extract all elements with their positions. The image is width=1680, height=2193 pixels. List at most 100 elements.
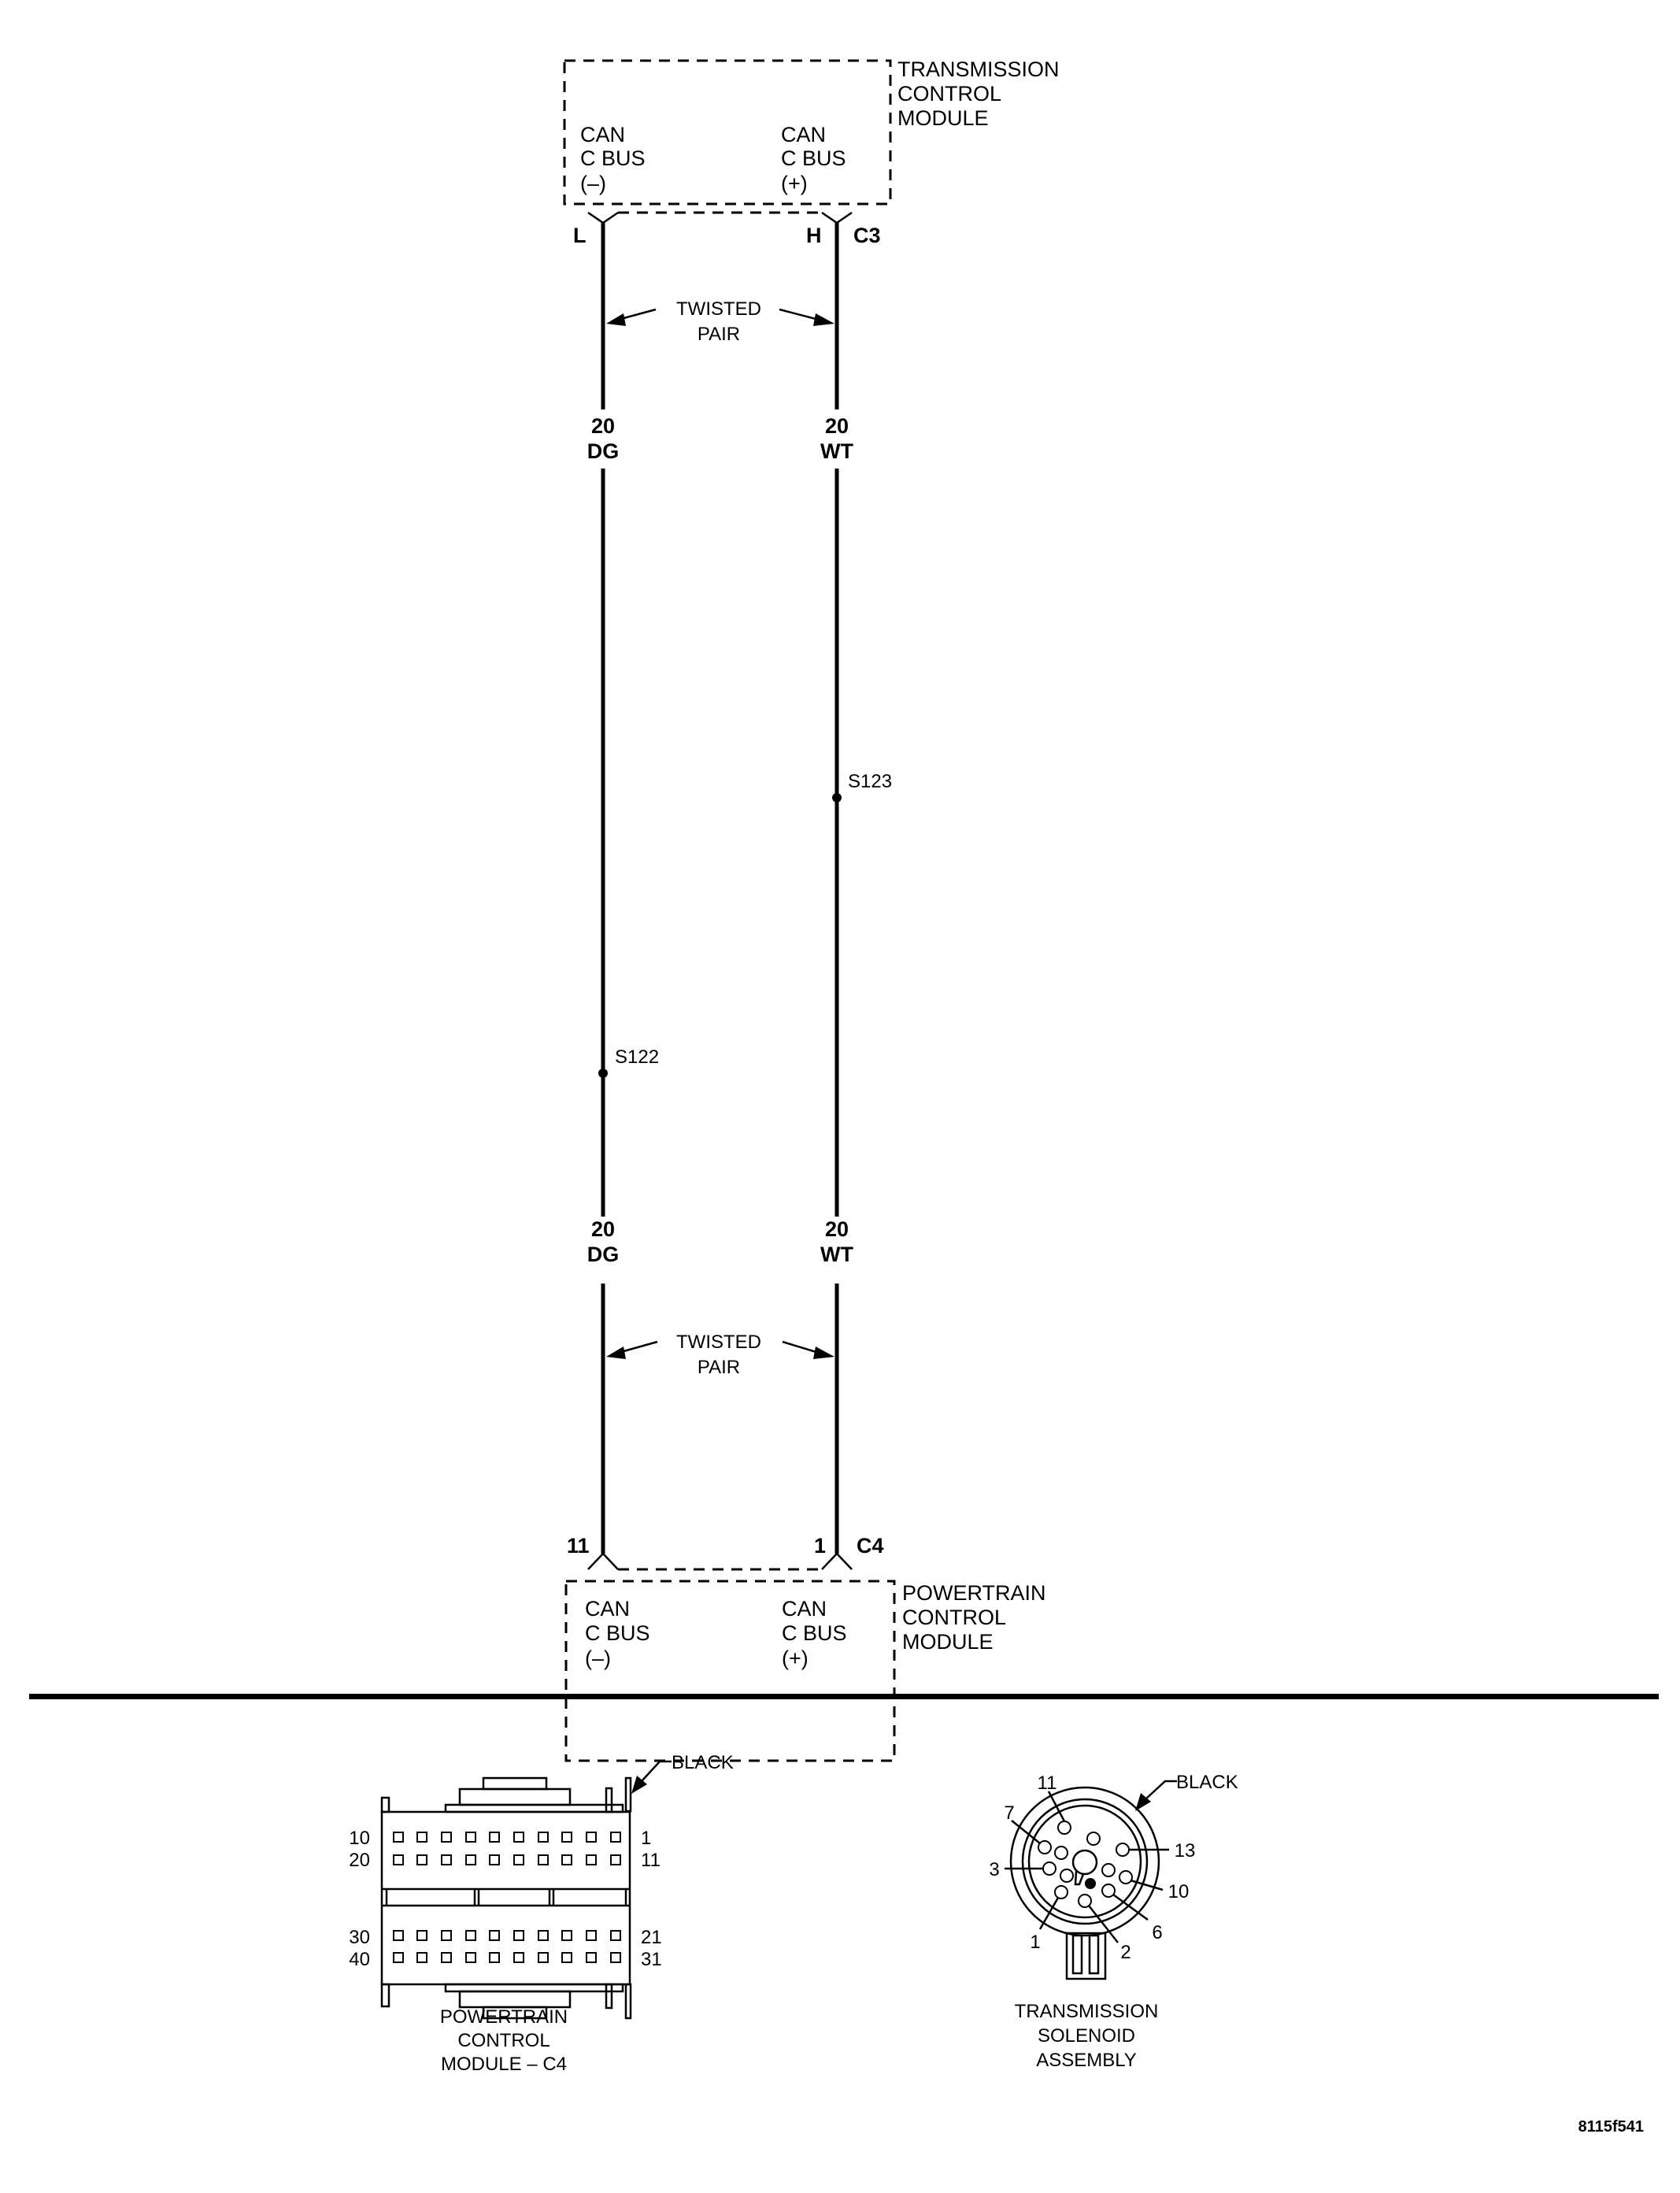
wire-left-gauge-top: 20 — [591, 414, 615, 438]
pin-cavity — [393, 1952, 404, 1963]
pcm-connector-caption-line1: POWERTRAIN — [440, 2006, 568, 2028]
pin-cavity — [610, 1952, 621, 1963]
pin-cavity — [393, 1930, 404, 1941]
connector-top-rail — [444, 1803, 624, 1813]
pin-cavity — [586, 1832, 597, 1843]
solenoid-caption-line2: SOLENOID — [1038, 2025, 1135, 2047]
pin-label-7: 7 — [1004, 1802, 1014, 1824]
pin-label-11: 11 — [1038, 1773, 1057, 1794]
pin-3 — [1042, 1861, 1056, 1876]
pin-13 — [1116, 1843, 1130, 1857]
pin-cavity — [1086, 1832, 1101, 1846]
leader-2 — [1088, 1905, 1119, 1943]
pcm-left-pin-line1: CAN — [585, 1597, 630, 1621]
pcm-connector-caption-line3: MODULE – C4 — [441, 2054, 567, 2075]
splice-s122-dot — [598, 1069, 608, 1078]
black-callout-arrow-icon — [1135, 1793, 1151, 1811]
pin-cavity — [489, 1854, 500, 1865]
solenoid-pins — [1038, 1821, 1133, 1908]
pin-cavity — [586, 1952, 597, 1963]
connector-bottom-latch-base — [458, 1990, 572, 2009]
pin-cavities — [393, 1832, 621, 1963]
connector-lock-tab-slot — [1071, 1934, 1083, 1975]
leader-10 — [1130, 1879, 1164, 1891]
arrow-right-head-icon — [813, 313, 834, 326]
tcm-pin-l-terminal-icon — [587, 211, 619, 224]
pin-label-3: 3 — [989, 1859, 999, 1880]
pin-7 — [1038, 1840, 1052, 1854]
pcm-box — [564, 1580, 896, 1762]
wire-left-dg: 20 DG S122 20 DG — [587, 223, 659, 1554]
black-callout-arrow-icon — [631, 1776, 647, 1794]
connector-key-dot — [1085, 1878, 1096, 1889]
pcm-left-pin-line3: (–) — [585, 1647, 611, 1670]
tcm-right-pin-line2: C BUS — [781, 146, 846, 170]
pin-6 — [1101, 1884, 1116, 1898]
connector-top-post — [605, 1787, 613, 1813]
tcm-title-line2: CONTROL — [897, 82, 1001, 106]
wire-left-gauge-bottom: 20 — [591, 1217, 615, 1241]
transmission-control-module: TRANSMISSION CONTROL MODULE CAN C BUS (–… — [563, 57, 1060, 247]
pin-cavity — [513, 1832, 524, 1843]
row-label-31: 31 — [641, 1949, 662, 1970]
wire-left-color-top: DG — [587, 439, 620, 463]
wire-left-color-bottom: DG — [587, 1243, 620, 1266]
twisted-pair-top-line1: TWISTED — [676, 298, 761, 320]
pin-cavity — [561, 1854, 572, 1865]
pin-cavity — [538, 1952, 549, 1963]
connector-keyway — [1071, 1849, 1098, 1876]
pcm-connector-color-label: BLACK — [672, 1752, 734, 1773]
tcm-right-pin-line1: CAN — [781, 123, 826, 146]
connector-inner-ring — [1027, 1804, 1142, 1919]
wire-right-color-top: WT — [820, 439, 853, 463]
tcm-title-line3: MODULE — [897, 106, 989, 130]
leader-6 — [1112, 1893, 1149, 1921]
solenoid-connector-color-label: BLACK — [1176, 1772, 1238, 1793]
pcm-right-pin-line1: CAN — [782, 1597, 827, 1621]
pin-cavity — [513, 1854, 524, 1865]
pin-label-6: 6 — [1152, 1922, 1162, 1943]
pcm-title-line3: MODULE — [902, 1630, 994, 1654]
pcm-title-line2: CONTROL — [902, 1606, 1006, 1629]
pcm-pin-11-label: 11 — [567, 1534, 590, 1558]
pin-cavity — [416, 1832, 427, 1843]
row-label-1: 1 — [641, 1828, 651, 1849]
pin-cavity — [416, 1854, 427, 1865]
twisted-pair-annotation-bottom: TWISTED PAIR — [606, 1332, 834, 1378]
connector-bottom-post — [605, 1983, 613, 2010]
pin-cavity — [465, 1832, 476, 1843]
solenoid-caption-line3: ASSEMBLY — [1036, 2050, 1137, 2071]
pin-cavity — [538, 1832, 549, 1843]
pcm-connector-caption-line2: CONTROL — [457, 2030, 550, 2051]
pin-cavity — [441, 1854, 452, 1865]
pin-row-3 — [393, 1930, 621, 1941]
connector-middle-ring — [1021, 1798, 1149, 1925]
black-callout-leader — [641, 1760, 672, 1782]
tcm-right-pin-line3: (+) — [781, 172, 808, 195]
pin-cavity — [586, 1854, 597, 1865]
tcm-left-pin-line2: C BUS — [580, 146, 646, 170]
tcm-connector-id: C3 — [853, 224, 881, 247]
pin-label-10: 10 — [1168, 1881, 1190, 1902]
section-divider — [29, 1694, 1659, 1699]
pcm-left-pin-line2: C BUS — [585, 1621, 650, 1645]
pin-cavity — [561, 1930, 572, 1941]
pin-cavity — [489, 1832, 500, 1843]
pin-cavity — [538, 1930, 549, 1941]
pin-cavity — [561, 1832, 572, 1843]
tcm-pin-h-label: H — [806, 224, 822, 247]
pin-cavity — [441, 1832, 452, 1843]
arrow-right-shaft — [782, 1340, 820, 1354]
connector-top-latch — [482, 1776, 548, 1791]
connector-bottom-latch — [482, 2006, 548, 2020]
arrow-left-head-icon — [606, 313, 626, 326]
pin-cavity — [393, 1832, 404, 1843]
pcm-title-line1: POWERTRAIN — [902, 1581, 1046, 1605]
pin-row-1 — [393, 1832, 621, 1843]
pin-2 — [1078, 1894, 1092, 1908]
wire-right-color-bottom: WT — [820, 1243, 853, 1266]
pin-cavity — [586, 1930, 597, 1941]
twisted-pair-annotation-top: TWISTED PAIR — [606, 298, 834, 345]
splice-s122-label: S122 — [615, 1046, 659, 1068]
powertrain-control-module: 11 1 C4 POWERTRAIN CONTROL MODULE CAN C … — [564, 1534, 1046, 1762]
